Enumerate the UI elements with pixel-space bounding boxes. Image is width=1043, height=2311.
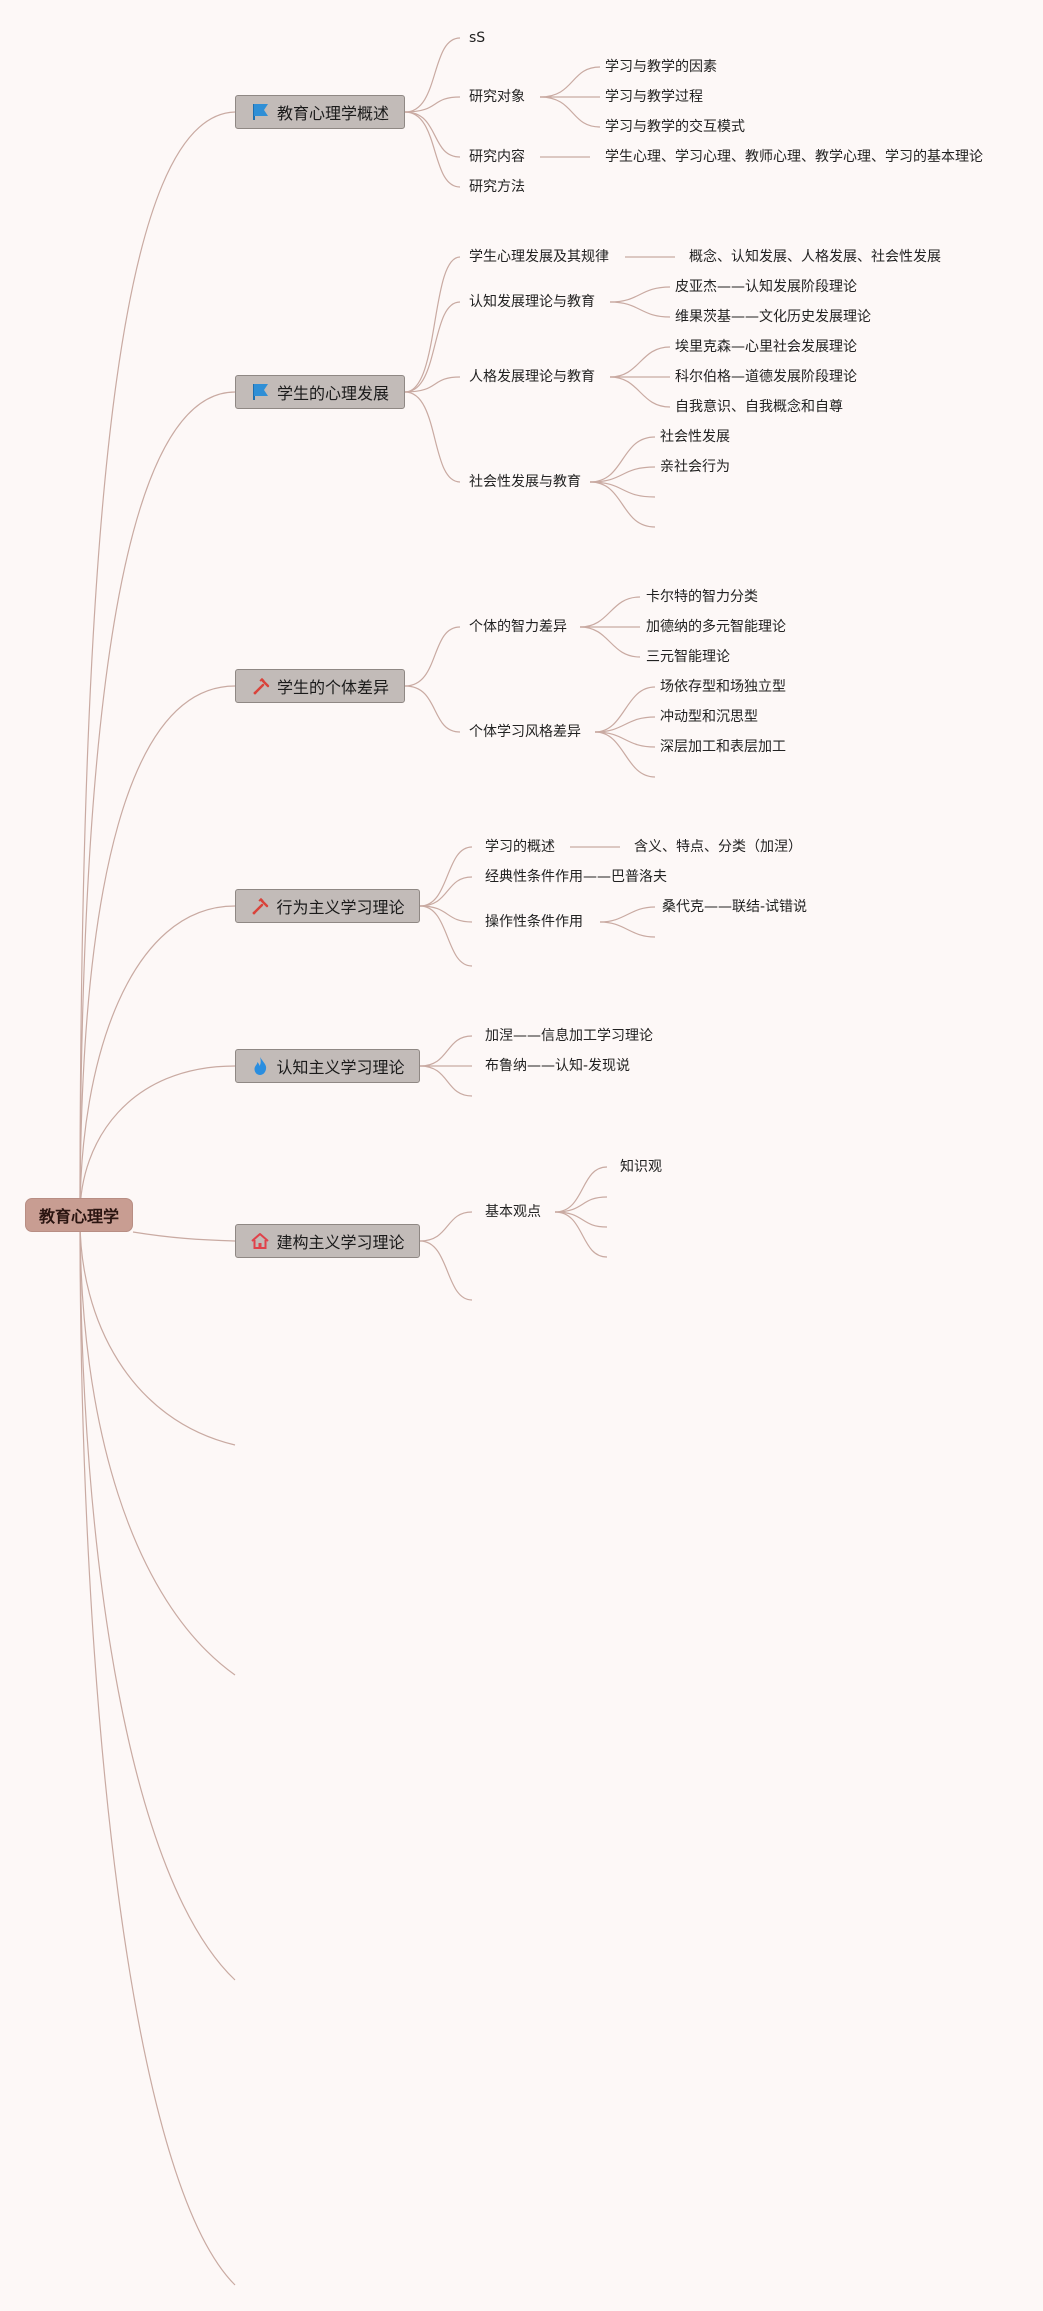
- topic-node-overview[interactable]: 教育心理学概述: [235, 95, 405, 129]
- basic-view-knowledge[interactable]: 知识观: [620, 1159, 662, 1175]
- difference-item-learning-style[interactable]: 个体学习风格差异: [469, 724, 581, 740]
- cognitivism-item-gagne[interactable]: 加涅——信息加工学习理论: [485, 1028, 653, 1044]
- topic6-branches: [419, 1166, 608, 1301]
- cognitive-piaget[interactable]: 皮亚杰——认知发展阶段理论: [675, 279, 857, 295]
- topic2-branches: [404, 256, 675, 528]
- topic3-branches: [404, 596, 656, 778]
- research-object-interaction[interactable]: 学习与教学的交互模式: [605, 119, 745, 135]
- operant-thorndike[interactable]: 桑代克——联结-试错说: [662, 899, 808, 915]
- blue-flag-icon: [251, 102, 271, 122]
- development-item-laws[interactable]: 学生心理发展及其规律: [469, 249, 609, 265]
- flame-icon: [250, 1056, 270, 1076]
- personality-erikson[interactable]: 埃里克森—心里社会发展理论: [675, 339, 857, 355]
- topic-node-cognitivism[interactable]: 认知主义学习理论: [235, 1049, 420, 1083]
- constructivism-item-basic-view[interactable]: 基本观点: [485, 1204, 541, 1220]
- topic-node-individual-difference[interactable]: 学生的个体差异: [235, 669, 405, 703]
- intelligence-gardner[interactable]: 加德纳的多元智能理论: [646, 619, 786, 635]
- tools-icon: [250, 896, 270, 916]
- cognitivism-item-bruner[interactable]: 布鲁纳——认知-发现说: [485, 1058, 631, 1074]
- overview-item-research-content[interactable]: 研究内容: [469, 149, 525, 165]
- style-processing[interactable]: 深层加工和表层加工: [660, 739, 786, 755]
- tools-icon: [251, 676, 271, 696]
- difference-item-intelligence[interactable]: 个体的智力差异: [469, 619, 567, 635]
- overview-item-research-method[interactable]: 研究方法: [469, 179, 525, 195]
- topic-node-constructivism[interactable]: 建构主义学习理论: [235, 1224, 420, 1258]
- blue-flag-icon: [251, 382, 271, 402]
- topic-label: 学生的心理发展: [276, 384, 389, 403]
- topic-label: 行为主义学习理论: [276, 898, 405, 917]
- behaviorism-item-classical[interactable]: 经典性条件作用——巴普洛夫: [485, 869, 667, 885]
- topic-node-psych-development[interactable]: 学生的心理发展: [235, 375, 405, 409]
- topic-label: 学生的个体差异: [276, 678, 389, 697]
- behaviorism-item-operant[interactable]: 操作性条件作用: [485, 914, 583, 930]
- cognitive-vygotsky[interactable]: 维果茨基——文化历史发展理论: [675, 309, 871, 325]
- intelligence-cattell[interactable]: 卡尔特的智力分类: [646, 589, 758, 605]
- development-item-cognitive[interactable]: 认知发展理论与教育: [469, 294, 595, 310]
- overview-item-research-object[interactable]: 研究对象: [469, 89, 525, 105]
- root-branches: [79, 111, 236, 2286]
- style-impulsive[interactable]: 冲动型和沉思型: [660, 709, 758, 725]
- personality-self[interactable]: 自我意识、自我概念和自尊: [675, 399, 843, 415]
- research-object-factors[interactable]: 学习与教学的因素: [605, 59, 717, 75]
- root-label: 教育心理学: [38, 1207, 119, 1226]
- personality-kohlberg[interactable]: 科尔伯格—道德发展阶段理论: [675, 369, 857, 385]
- behaviorism-item-overview[interactable]: 学习的概述: [485, 839, 555, 855]
- social-prosocial[interactable]: 亲社会行为: [660, 459, 730, 475]
- research-object-process[interactable]: 学习与教学过程: [605, 89, 703, 105]
- topic1-branches: [404, 37, 601, 188]
- intelligence-triarchic[interactable]: 三元智能理论: [646, 649, 730, 665]
- topic4-branches: [419, 846, 656, 967]
- house-icon: [250, 1231, 270, 1251]
- root-node[interactable]: 教育心理学: [25, 1198, 133, 1232]
- topic5-branches: [419, 1035, 473, 1097]
- topic-node-behaviorism[interactable]: 行为主义学习理论: [235, 889, 420, 923]
- development-item-social[interactable]: 社会性发展与教育: [469, 474, 581, 490]
- style-field[interactable]: 场依存型和场独立型: [660, 679, 786, 695]
- topic-label: 认知主义学习理论: [276, 1058, 405, 1077]
- social-development[interactable]: 社会性发展: [660, 429, 730, 445]
- overview-item-ss[interactable]: sS: [469, 30, 486, 46]
- topic-label: 教育心理学概述: [276, 104, 389, 123]
- research-content-detail[interactable]: 学生心理、学习心理、教师心理、教学心理、学习的基本理论: [605, 149, 983, 165]
- learning-overview-detail[interactable]: 含义、特点、分类（加涅）: [634, 839, 802, 855]
- development-item-personality[interactable]: 人格发展理论与教育: [469, 369, 595, 385]
- development-laws-detail[interactable]: 概念、认知发展、人格发展、社会性发展: [689, 249, 941, 265]
- topic-label: 建构主义学习理论: [276, 1233, 405, 1252]
